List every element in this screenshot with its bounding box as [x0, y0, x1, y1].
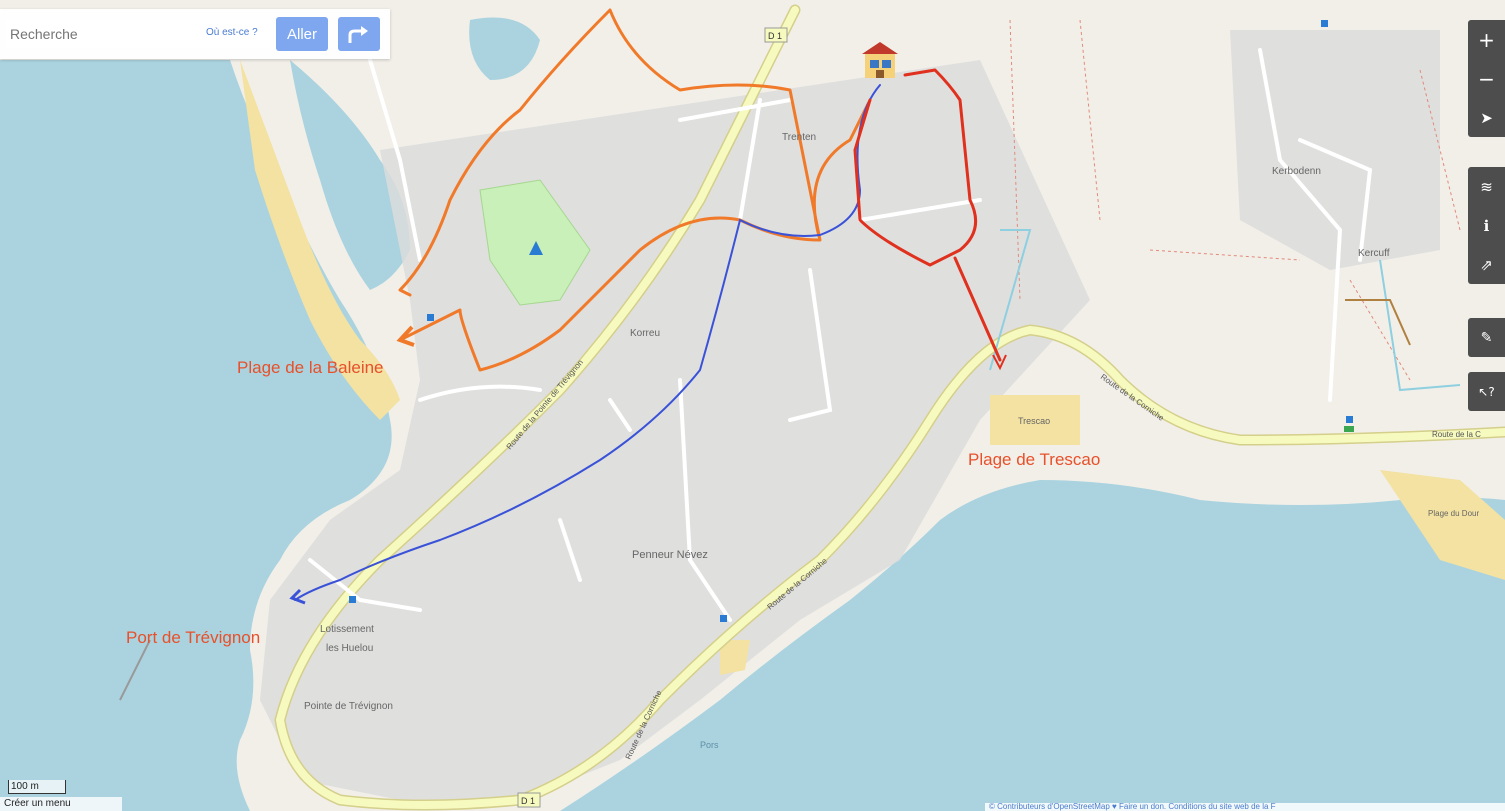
svg-text:D 1: D 1 — [768, 31, 782, 41]
map-label-pors: Pors — [700, 740, 719, 750]
route-red — [853, 68, 1002, 362]
note-control: ✎ — [1468, 318, 1505, 357]
map-label-kerlin: Trenten — [782, 132, 816, 143]
map-label-pointe: Pointe de Trévignon — [304, 701, 393, 712]
campsite-icon — [529, 241, 543, 255]
map-label-lotissement: Lotissement — [320, 624, 374, 635]
road-label-east: Route de la C — [1432, 430, 1481, 439]
map-label-lotissement-2: les Huelou — [326, 643, 373, 654]
map-label-korreu: Korreu — [630, 328, 660, 339]
go-button[interactable]: Aller — [276, 17, 328, 51]
map-label-penneur: Penneur Névez — [632, 549, 708, 561]
scale-bar: 100 m — [8, 780, 66, 794]
layers-icon[interactable]: ≋ — [1480, 177, 1493, 196]
marker-label-port-trevignon: Port de Trévignon — [126, 628, 260, 647]
route-blue — [294, 84, 881, 601]
add-note-icon[interactable]: ✎ — [1480, 329, 1493, 346]
directions-button[interactable] — [338, 17, 380, 51]
query-features-icon[interactable]: ↖? — [1478, 384, 1495, 399]
search-bar: Où est-ce ? Aller — [0, 9, 390, 59]
map-label-kerbodenn: Kerbodenn — [1272, 166, 1321, 177]
marker-label-plage-baleine: Plage de la Baleine — [237, 358, 384, 377]
where-is-this-link[interactable]: Où est-ce ? — [206, 27, 258, 38]
create-menu-link[interactable]: Créer un menu — [0, 797, 122, 811]
d1-shield-bottom: D 1 — [517, 792, 541, 808]
locate-icon[interactable]: ➤ — [1480, 108, 1493, 127]
d1-shield-top: D 1 — [764, 27, 788, 43]
directions-icon — [348, 26, 368, 43]
zoom-out-button[interactable]: − — [1478, 66, 1495, 91]
svg-text:D 1: D 1 — [521, 796, 535, 806]
attribution[interactable]: © Contributeurs d'OpenStreetMap ♥ Faire … — [985, 803, 1505, 811]
zoom-in-button[interactable]: + — [1478, 27, 1495, 52]
share-icon[interactable]: ⇗ — [1480, 255, 1493, 274]
map-label-kercuff: Kercuff — [1358, 248, 1390, 259]
map-label-plage-du-dour: Plage du Dour — [1428, 509, 1479, 518]
legend-icon[interactable]: ℹ — [1483, 216, 1490, 235]
map-label-trescao-beach: Trescao — [1018, 416, 1050, 426]
marker-label-plage-trescao: Plage de Trescao — [968, 450, 1100, 469]
zoom-controls: + − ➤ — [1468, 20, 1505, 137]
search-input[interactable] — [6, 20, 270, 48]
query-control: ↖? — [1468, 372, 1505, 411]
poi-markers — [349, 20, 1354, 622]
map-tools-controls: ≋ ℹ ⇗ — [1468, 167, 1505, 284]
house-icon — [862, 42, 898, 78]
